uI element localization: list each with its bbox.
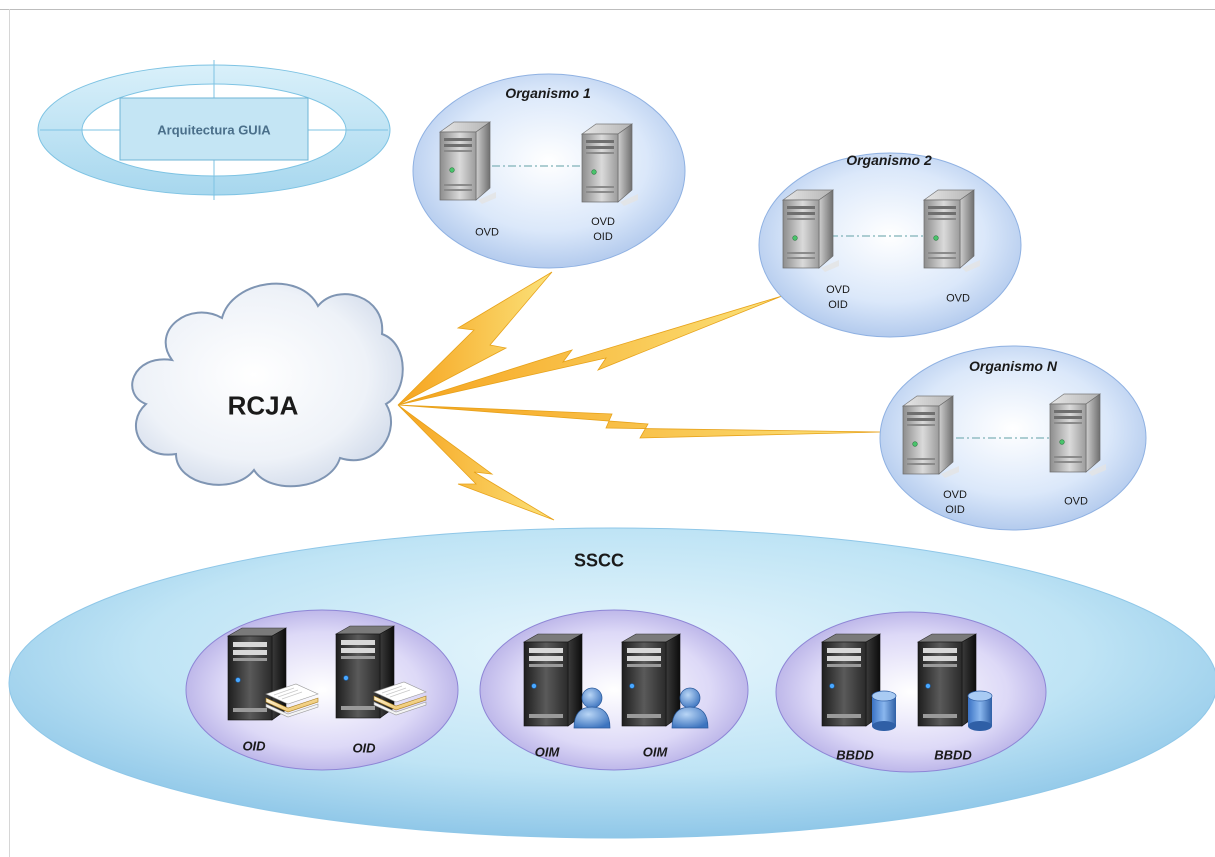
server-label: OVD OID (826, 284, 850, 311)
rcja-label: RCJA (227, 390, 299, 421)
bbdd-group-zone (775, 611, 1047, 773)
database-server-icon (967, 690, 993, 732)
server-label: OVD (946, 292, 970, 305)
node-label: OIM (642, 744, 668, 760)
sscc-title: SSCC (573, 550, 625, 571)
frame-left-border (9, 9, 10, 857)
legend-emblem (37, 60, 391, 200)
link-organismo-n (397, 404, 883, 439)
legend-label: Arquitectura GUIA (157, 122, 271, 138)
server-label: OVD OID (591, 216, 615, 243)
server-icon (917, 633, 977, 727)
server-icon (523, 633, 583, 727)
server-label: OVD (1064, 495, 1088, 508)
node-label: BBDD (836, 747, 874, 763)
rcja-cloud (131, 282, 404, 488)
oim-group-zone (479, 609, 749, 771)
organismo-2-title: Organismo 2 (846, 152, 932, 168)
node-label: BBDD (934, 747, 972, 763)
database-server-icon (871, 690, 897, 732)
organismo-n-title: Organismo N (969, 358, 1057, 374)
server-icon (621, 633, 681, 727)
server-label: OVD (475, 226, 499, 239)
organismo-n-zone (879, 345, 1147, 531)
node-label: OIM (534, 744, 560, 760)
link-organismo-1 (397, 271, 553, 406)
server-label: OVD OID (943, 489, 967, 516)
frame-top-border (0, 9, 1215, 10)
organismo-1-title: Organismo 1 (505, 85, 591, 101)
node-label: OID (242, 738, 266, 754)
link-sscc (397, 404, 555, 521)
network-links (397, 271, 883, 521)
server-icon (821, 633, 881, 727)
node-label: OID (352, 740, 376, 756)
